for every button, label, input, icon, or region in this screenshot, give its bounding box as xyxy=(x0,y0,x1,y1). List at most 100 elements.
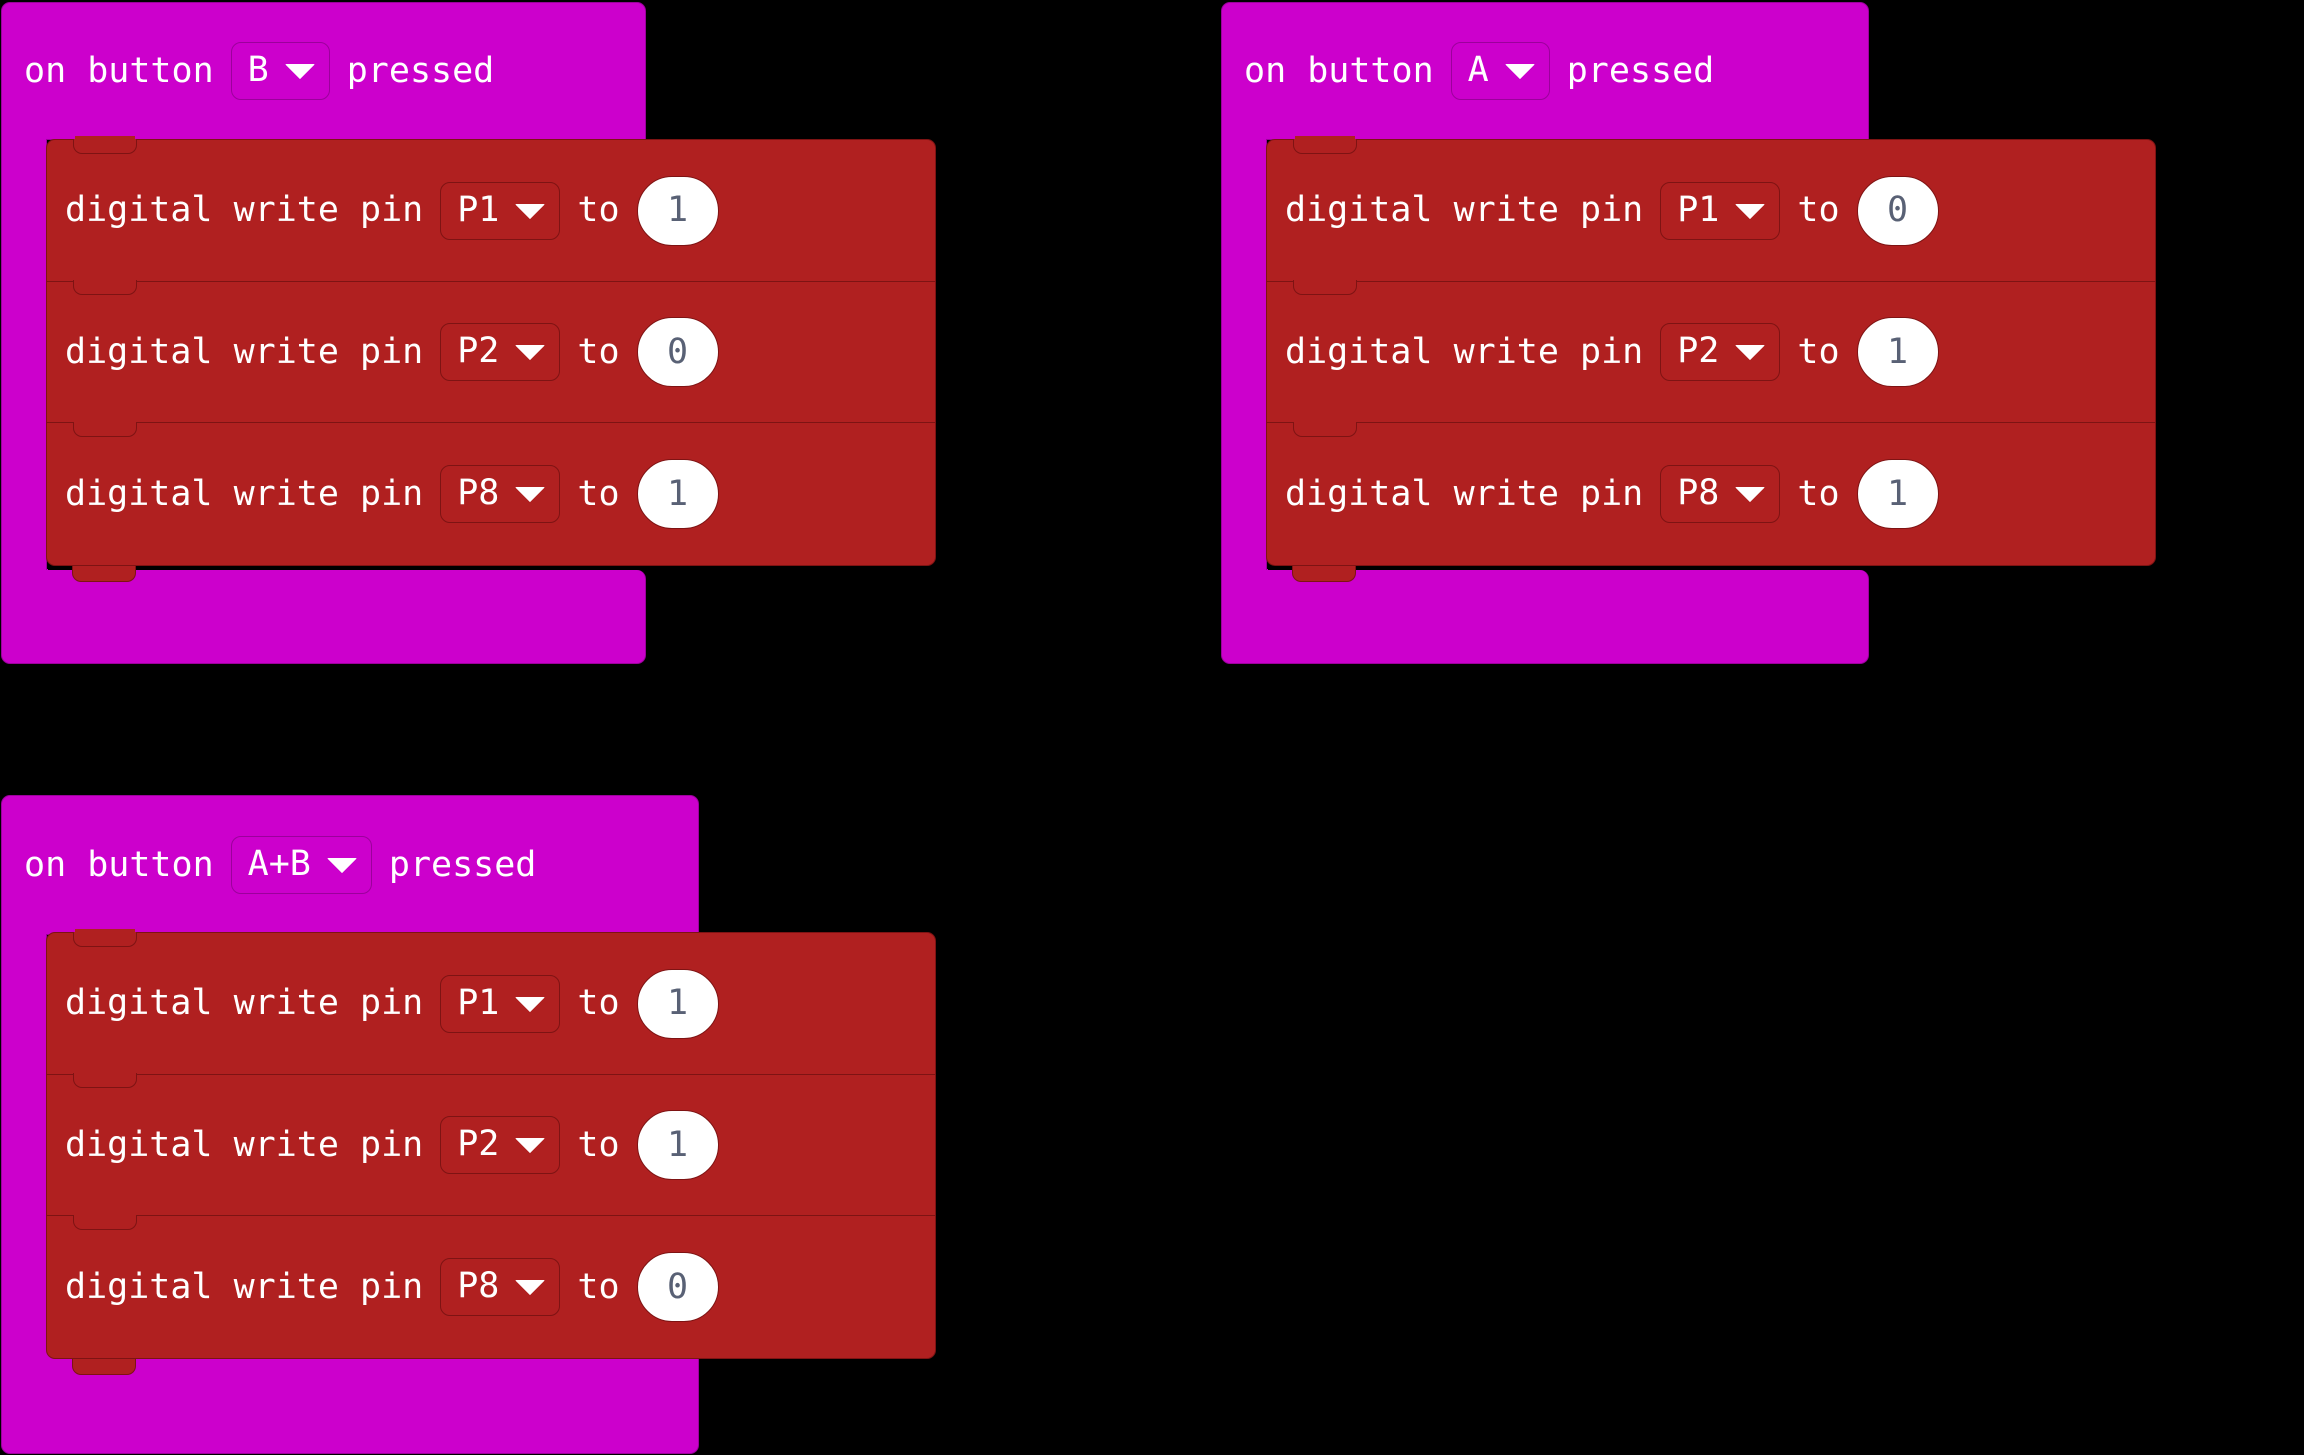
stack-bottom-nub xyxy=(72,566,136,582)
statement-mid-label: to xyxy=(1797,473,1840,514)
event-block-on-button-a-pressed[interactable]: on button A pressed xyxy=(1221,2,1869,664)
chevron-down-icon xyxy=(1504,64,1535,79)
value-number-field[interactable]: 0 xyxy=(636,317,719,387)
pin-select-dropdown[interactable]: P1 xyxy=(440,974,561,1033)
statement-prefix-label: digital write pin xyxy=(1285,331,1644,372)
value-number-field[interactable]: 0 xyxy=(1856,175,1939,246)
button-select-dropdown[interactable]: A+B xyxy=(230,836,372,894)
chevron-down-icon xyxy=(1735,203,1766,219)
pin-select-dropdown[interactable]: P1 xyxy=(440,181,561,240)
chevron-down-icon xyxy=(515,345,546,360)
pin-select-dropdown[interactable]: P2 xyxy=(1660,323,1781,381)
value-number-field[interactable]: 1 xyxy=(636,1110,719,1180)
pin-select-value: P1 xyxy=(457,982,500,1023)
chevron-down-icon xyxy=(515,1280,546,1295)
block-notch xyxy=(73,1211,137,1230)
value-number-field[interactable]: 1 xyxy=(1856,459,1939,529)
block-notch xyxy=(1293,277,1357,295)
statement-prefix-label: digital write pin xyxy=(65,331,424,372)
statement-digital-write-pin[interactable]: digital write pin P8 to 1 xyxy=(1266,418,2156,566)
statement-prefix-label: digital write pin xyxy=(1285,473,1644,514)
statement-prefix-label: digital write pin xyxy=(65,1266,424,1307)
block-notch xyxy=(73,928,137,947)
statement-mid-label: to xyxy=(577,331,620,372)
statement-digital-write-pin[interactable]: digital write pin P1 to 1 xyxy=(46,928,936,1075)
value-number-field[interactable]: 1 xyxy=(1856,317,1939,387)
event-suffix-label: pressed xyxy=(1566,50,1715,91)
event-block-on-button-b-pressed[interactable]: on button B pressed xyxy=(1,2,646,664)
event-block-header[interactable]: on button A pressed xyxy=(1221,2,1869,140)
chevron-down-icon xyxy=(326,858,357,873)
chevron-down-icon xyxy=(284,64,315,79)
event-block-left-spine xyxy=(1221,139,1267,571)
statement-prefix-label: digital write pin xyxy=(65,473,424,514)
statement-digital-write-pin[interactable]: digital write pin P1 to 1 xyxy=(46,135,936,282)
pin-select-value: P2 xyxy=(457,331,500,371)
statement-digital-write-pin[interactable]: digital write pin P2 to 1 xyxy=(1266,277,2156,424)
pin-select-dropdown[interactable]: P8 xyxy=(440,465,561,523)
block-notch xyxy=(73,135,137,154)
stack-bottom-nub xyxy=(1292,566,1356,582)
chevron-down-icon xyxy=(1735,487,1766,502)
event-block-footer xyxy=(1,568,646,664)
event-suffix-label: pressed xyxy=(388,844,537,885)
pin-select-value: P2 xyxy=(1677,331,1720,371)
pin-select-dropdown[interactable]: P1 xyxy=(1660,181,1781,240)
event-prefix-label: on button xyxy=(1244,50,1434,91)
statement-mid-label: to xyxy=(1797,190,1840,230)
pin-select-dropdown[interactable]: P2 xyxy=(440,323,561,381)
chevron-down-icon xyxy=(515,203,546,219)
statement-mid-label: to xyxy=(577,1266,620,1307)
pin-select-value: P2 xyxy=(457,1124,500,1164)
pin-select-dropdown[interactable]: P2 xyxy=(440,1116,561,1174)
event-block-left-spine xyxy=(1,934,47,1229)
statement-mid-label: to xyxy=(577,190,620,230)
statement-digital-write-pin[interactable]: digital write pin P2 to 0 xyxy=(46,277,936,424)
button-select-value: B xyxy=(247,50,269,90)
stack-bottom-nub xyxy=(72,1359,136,1375)
button-select-dropdown[interactable]: B xyxy=(230,42,330,100)
chevron-down-icon xyxy=(515,996,546,1012)
block-notch xyxy=(73,1070,137,1088)
statement-stack-3[interactable]: digital write pin P1 to 1 digital write … xyxy=(46,928,936,1359)
statement-mid-label: to xyxy=(577,1124,620,1165)
statement-mid-label: to xyxy=(1797,331,1840,372)
statement-digital-write-pin[interactable]: digital write pin P2 to 1 xyxy=(46,1070,936,1217)
event-suffix-label: pressed xyxy=(346,50,495,91)
block-notch xyxy=(1293,418,1357,437)
button-select-dropdown[interactable]: A xyxy=(1450,42,1550,100)
event-prefix-label: on button xyxy=(24,844,214,885)
pin-select-value: P8 xyxy=(457,473,500,513)
value-number-field[interactable]: 0 xyxy=(636,1252,719,1322)
value-number-field[interactable]: 1 xyxy=(636,459,719,529)
pin-select-value: P8 xyxy=(457,1266,500,1306)
block-notch xyxy=(73,277,137,295)
chevron-down-icon xyxy=(515,1138,546,1153)
block-notch xyxy=(73,418,137,437)
statement-stack-1[interactable]: digital write pin P1 to 1 digital write … xyxy=(46,135,936,566)
value-number-field[interactable]: 1 xyxy=(636,968,719,1039)
pin-select-dropdown[interactable]: P8 xyxy=(1660,465,1781,523)
statement-digital-write-pin[interactable]: digital write pin P8 to 1 xyxy=(46,418,936,566)
statement-prefix-label: digital write pin xyxy=(1285,190,1644,230)
statement-stack-2[interactable]: digital write pin P1 to 0 digital write … xyxy=(1266,135,2156,566)
event-block-header[interactable]: on button B pressed xyxy=(1,2,646,140)
statement-digital-write-pin[interactable]: digital write pin P8 to 0 xyxy=(46,1211,936,1359)
button-select-value: A+B xyxy=(247,844,311,884)
event-prefix-label: on button xyxy=(24,50,214,91)
value-number-field[interactable]: 1 xyxy=(636,175,719,246)
statement-prefix-label: digital write pin xyxy=(65,190,424,230)
statement-mid-label: to xyxy=(577,473,620,514)
statement-prefix-label: digital write pin xyxy=(65,1124,424,1165)
event-block-footer xyxy=(1221,568,1869,664)
pin-select-value: P8 xyxy=(1677,473,1720,513)
event-block-header[interactable]: on button A+B pressed xyxy=(1,795,699,935)
chevron-down-icon xyxy=(1735,345,1766,360)
pin-select-value: P1 xyxy=(1677,189,1720,230)
statement-mid-label: to xyxy=(577,983,620,1023)
pin-select-dropdown[interactable]: P8 xyxy=(440,1258,561,1316)
statement-digital-write-pin[interactable]: digital write pin P1 to 0 xyxy=(1266,135,2156,282)
block-notch xyxy=(1293,135,1357,154)
event-block-left-spine xyxy=(1,139,47,571)
